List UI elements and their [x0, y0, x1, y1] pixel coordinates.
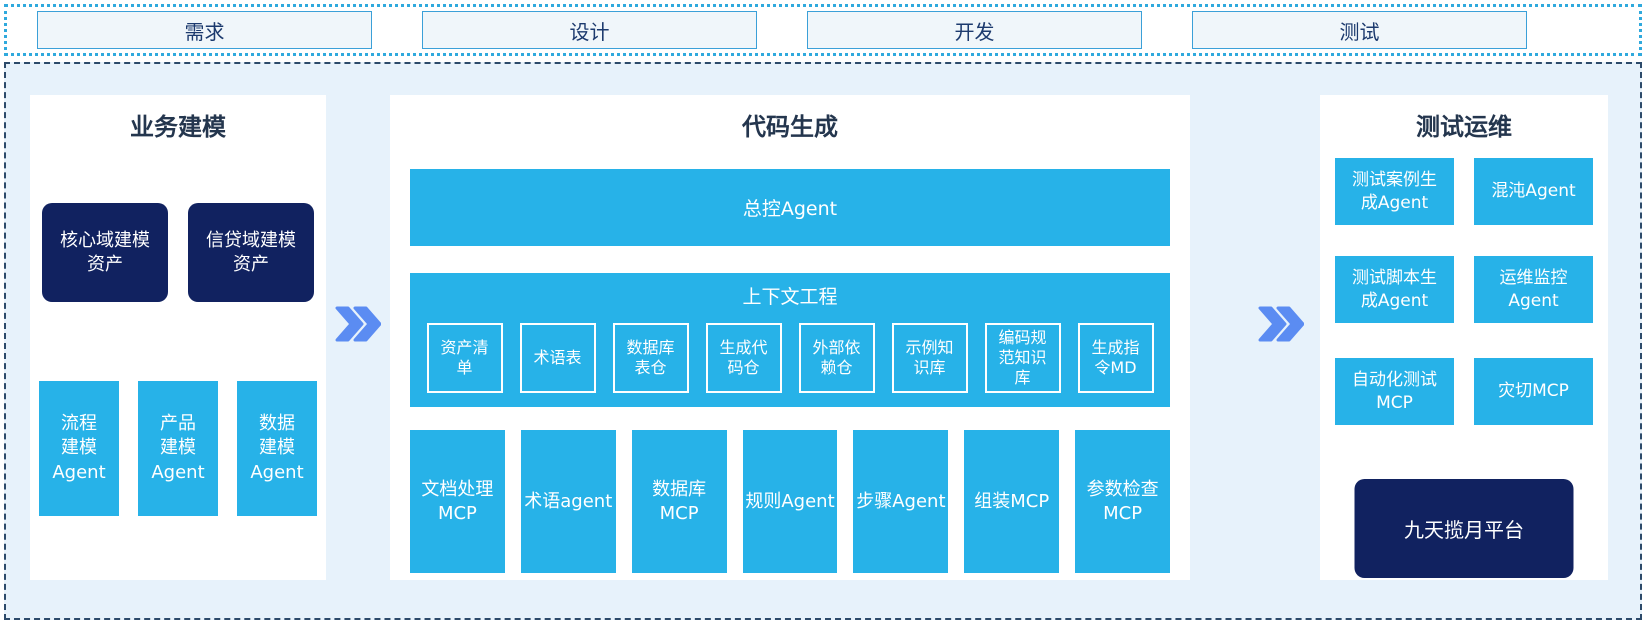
business-modeling-title: 业务建模 [130, 113, 226, 141]
context-item-db-table-repo: 数据库 表仓 [612, 323, 689, 393]
modeling-assets-row: 核心域建模 资产 信贷域建模 资产 [30, 203, 326, 302]
ops-box-disaster-switch-mcp: 灾切MCP [1474, 358, 1593, 425]
ops-box-auto-test-mcp: 自动化测试 MCP [1335, 358, 1454, 425]
phase-strip: 需求 设计 开发 测试 [4, 4, 1642, 56]
ops-box-ops-monitor-agent: 运维监控 Agent [1474, 256, 1593, 323]
context-item-glossary: 术语表 [519, 323, 596, 393]
agent-box-product-modeling: 产品 建模 Agent [138, 381, 218, 516]
context-item-external-deps-repo: 外部依 赖仓 [798, 323, 875, 393]
test-ops-row: 测试案例生 成Agent 混沌Agent [1320, 158, 1608, 225]
agent-box-data-modeling: 数据 建模 Agent [237, 381, 317, 516]
context-item-example-knowledge-base: 示例知 识库 [891, 323, 968, 393]
ops-box-chaos-agent: 混沌Agent [1474, 158, 1593, 225]
phase-development: 开发 [807, 11, 1142, 49]
tool-box-step-agent: 步骤Agent [853, 430, 949, 573]
agent-box-process-modeling: 流程 建模 Agent [39, 381, 119, 516]
phase-testing: 测试 [1192, 11, 1527, 49]
context-engineering-title: 上下文工程 [742, 286, 838, 308]
context-items-row: 资产清 单 术语表 数据库 表仓 生成代 码仓 外部依 赖仓 示例知 识库 编码… [410, 323, 1170, 393]
test-ops-row: 测试脚本生 成Agent 运维监控 Agent [1320, 256, 1608, 323]
tool-box-database-mcp: 数据库 MCP [631, 430, 727, 573]
tool-box-assembly-mcp: 组装MCP [964, 430, 1060, 573]
panel-test-ops: 测试运维 测试案例生 成Agent 混沌Agent 测试脚本生 成Agent 运… [1320, 95, 1608, 580]
generation-tools-row: 文档处理 MCP 术语agent 数据库 MCP 规则Agent 步骤Agent… [410, 430, 1171, 573]
tool-box-terminology-agent: 术语agent [520, 430, 616, 573]
phase-design: 设计 [422, 11, 757, 49]
modeling-agents-row: 流程 建模 Agent 产品 建模 Agent 数据 建模 Agent [30, 381, 326, 516]
panel-business-modeling: 业务建模 核心域建模 资产 信贷域建模 资产 流程 建模 Agent 产品 建模… [30, 95, 326, 580]
architecture-container: 业务建模 核心域建模 资产 信贷域建模 资产 流程 建模 Agent 产品 建模… [4, 62, 1642, 620]
tool-box-doc-processing-mcp: 文档处理 MCP [410, 430, 505, 573]
context-item-generated-code-repo: 生成代 码仓 [705, 323, 782, 393]
panel-code-generation: 代码生成 总控Agent 上下文工程 资产清 单 术语表 数据库 表仓 生成代 … [390, 95, 1190, 580]
tool-box-rule-agent: 规则Agent [742, 430, 838, 573]
context-item-coding-standard-kb: 编码规 范知识 库 [984, 323, 1061, 393]
ops-box-test-case-gen-agent: 测试案例生 成Agent [1335, 158, 1454, 225]
tool-box-param-check-mcp: 参数检查 MCP [1075, 430, 1171, 573]
ops-box-test-script-gen-agent: 测试脚本生 成Agent [1335, 256, 1454, 323]
master-agent-bar: 总控Agent [410, 169, 1170, 246]
test-ops-title: 测试运维 [1416, 113, 1512, 141]
context-item-asset-list: 资产清 单 [426, 323, 503, 393]
phase-requirements: 需求 [37, 11, 372, 49]
flow-arrow-icon [335, 304, 381, 344]
asset-box-core-domain: 核心域建模 资产 [42, 203, 168, 302]
context-engineering-box: 上下文工程 资产清 单 术语表 数据库 表仓 生成代 码仓 外部依 赖仓 示例知… [410, 273, 1170, 407]
context-item-generation-instruction-md: 生成指 令MD [1077, 323, 1154, 393]
code-generation-title: 代码生成 [742, 113, 838, 141]
platform-box-jiutian: 九天揽月平台 [1354, 479, 1574, 578]
test-ops-row: 自动化测试 MCP 灾切MCP [1320, 358, 1608, 425]
flow-arrow-icon [1258, 304, 1304, 344]
asset-box-credit-domain: 信贷域建模 资产 [188, 203, 314, 302]
